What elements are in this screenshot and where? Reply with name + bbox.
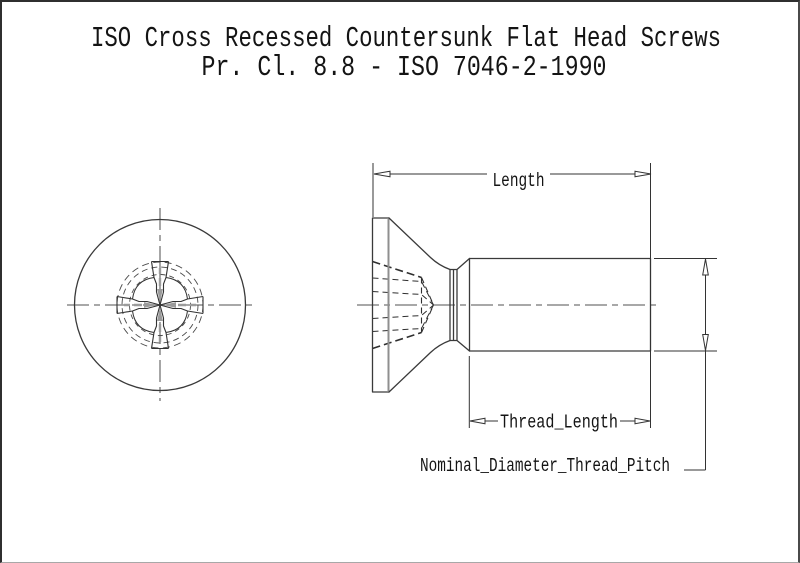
recess-wing-bottom	[150, 304, 170, 350]
thread-length-dimension: Thread_Length	[468, 356, 651, 434]
length-arrow-right	[634, 170, 652, 178]
recess-flute-marks	[124, 268, 196, 342]
length-label: Length	[493, 170, 545, 192]
drawing-title-line1: ISO Cross Recessed Countersunk Flat Head…	[91, 22, 721, 55]
length-extension-lines	[372, 163, 651, 428]
thread-length-label: Thread_Length	[500, 412, 618, 434]
screw-head-profile	[371, 217, 451, 393]
diameter-extension-lines	[654, 258, 717, 352]
thread-length-arrow-right	[634, 417, 651, 425]
title-block: ISO Cross Recessed Countersunk Flat Head…	[91, 22, 721, 84]
neck-rings	[449, 257, 471, 352]
diameter-dimension: Nominal_Diameter_Thread_Pitch	[420, 258, 717, 477]
nominal-diameter-label: Nominal_Diameter_Thread_Pitch	[420, 455, 670, 477]
length-arrow-left	[373, 170, 391, 178]
hidden-recess-profile	[372, 260, 435, 350]
length-dimension: Length	[372, 163, 652, 428]
diameter-arrow-top	[702, 258, 709, 276]
side-view	[357, 217, 658, 393]
cross-recess-wings	[116, 260, 204, 350]
recess-wing-top	[150, 260, 170, 306]
plan-view	[67, 208, 252, 401]
recess-wing-left	[116, 295, 161, 315]
thread-length-arrow-left	[469, 417, 486, 425]
recess-dashed-circle-middle	[121, 266, 199, 344]
drawing-title-line2: Pr. Cl. 8.8 - ISO 7046-2-1990	[202, 51, 607, 84]
recess-fillet-arcs	[132, 277, 188, 333]
recess-wing-right	[159, 295, 204, 315]
head-outline-circle	[73, 218, 247, 392]
diameter-arrow-bottom	[702, 334, 709, 351]
